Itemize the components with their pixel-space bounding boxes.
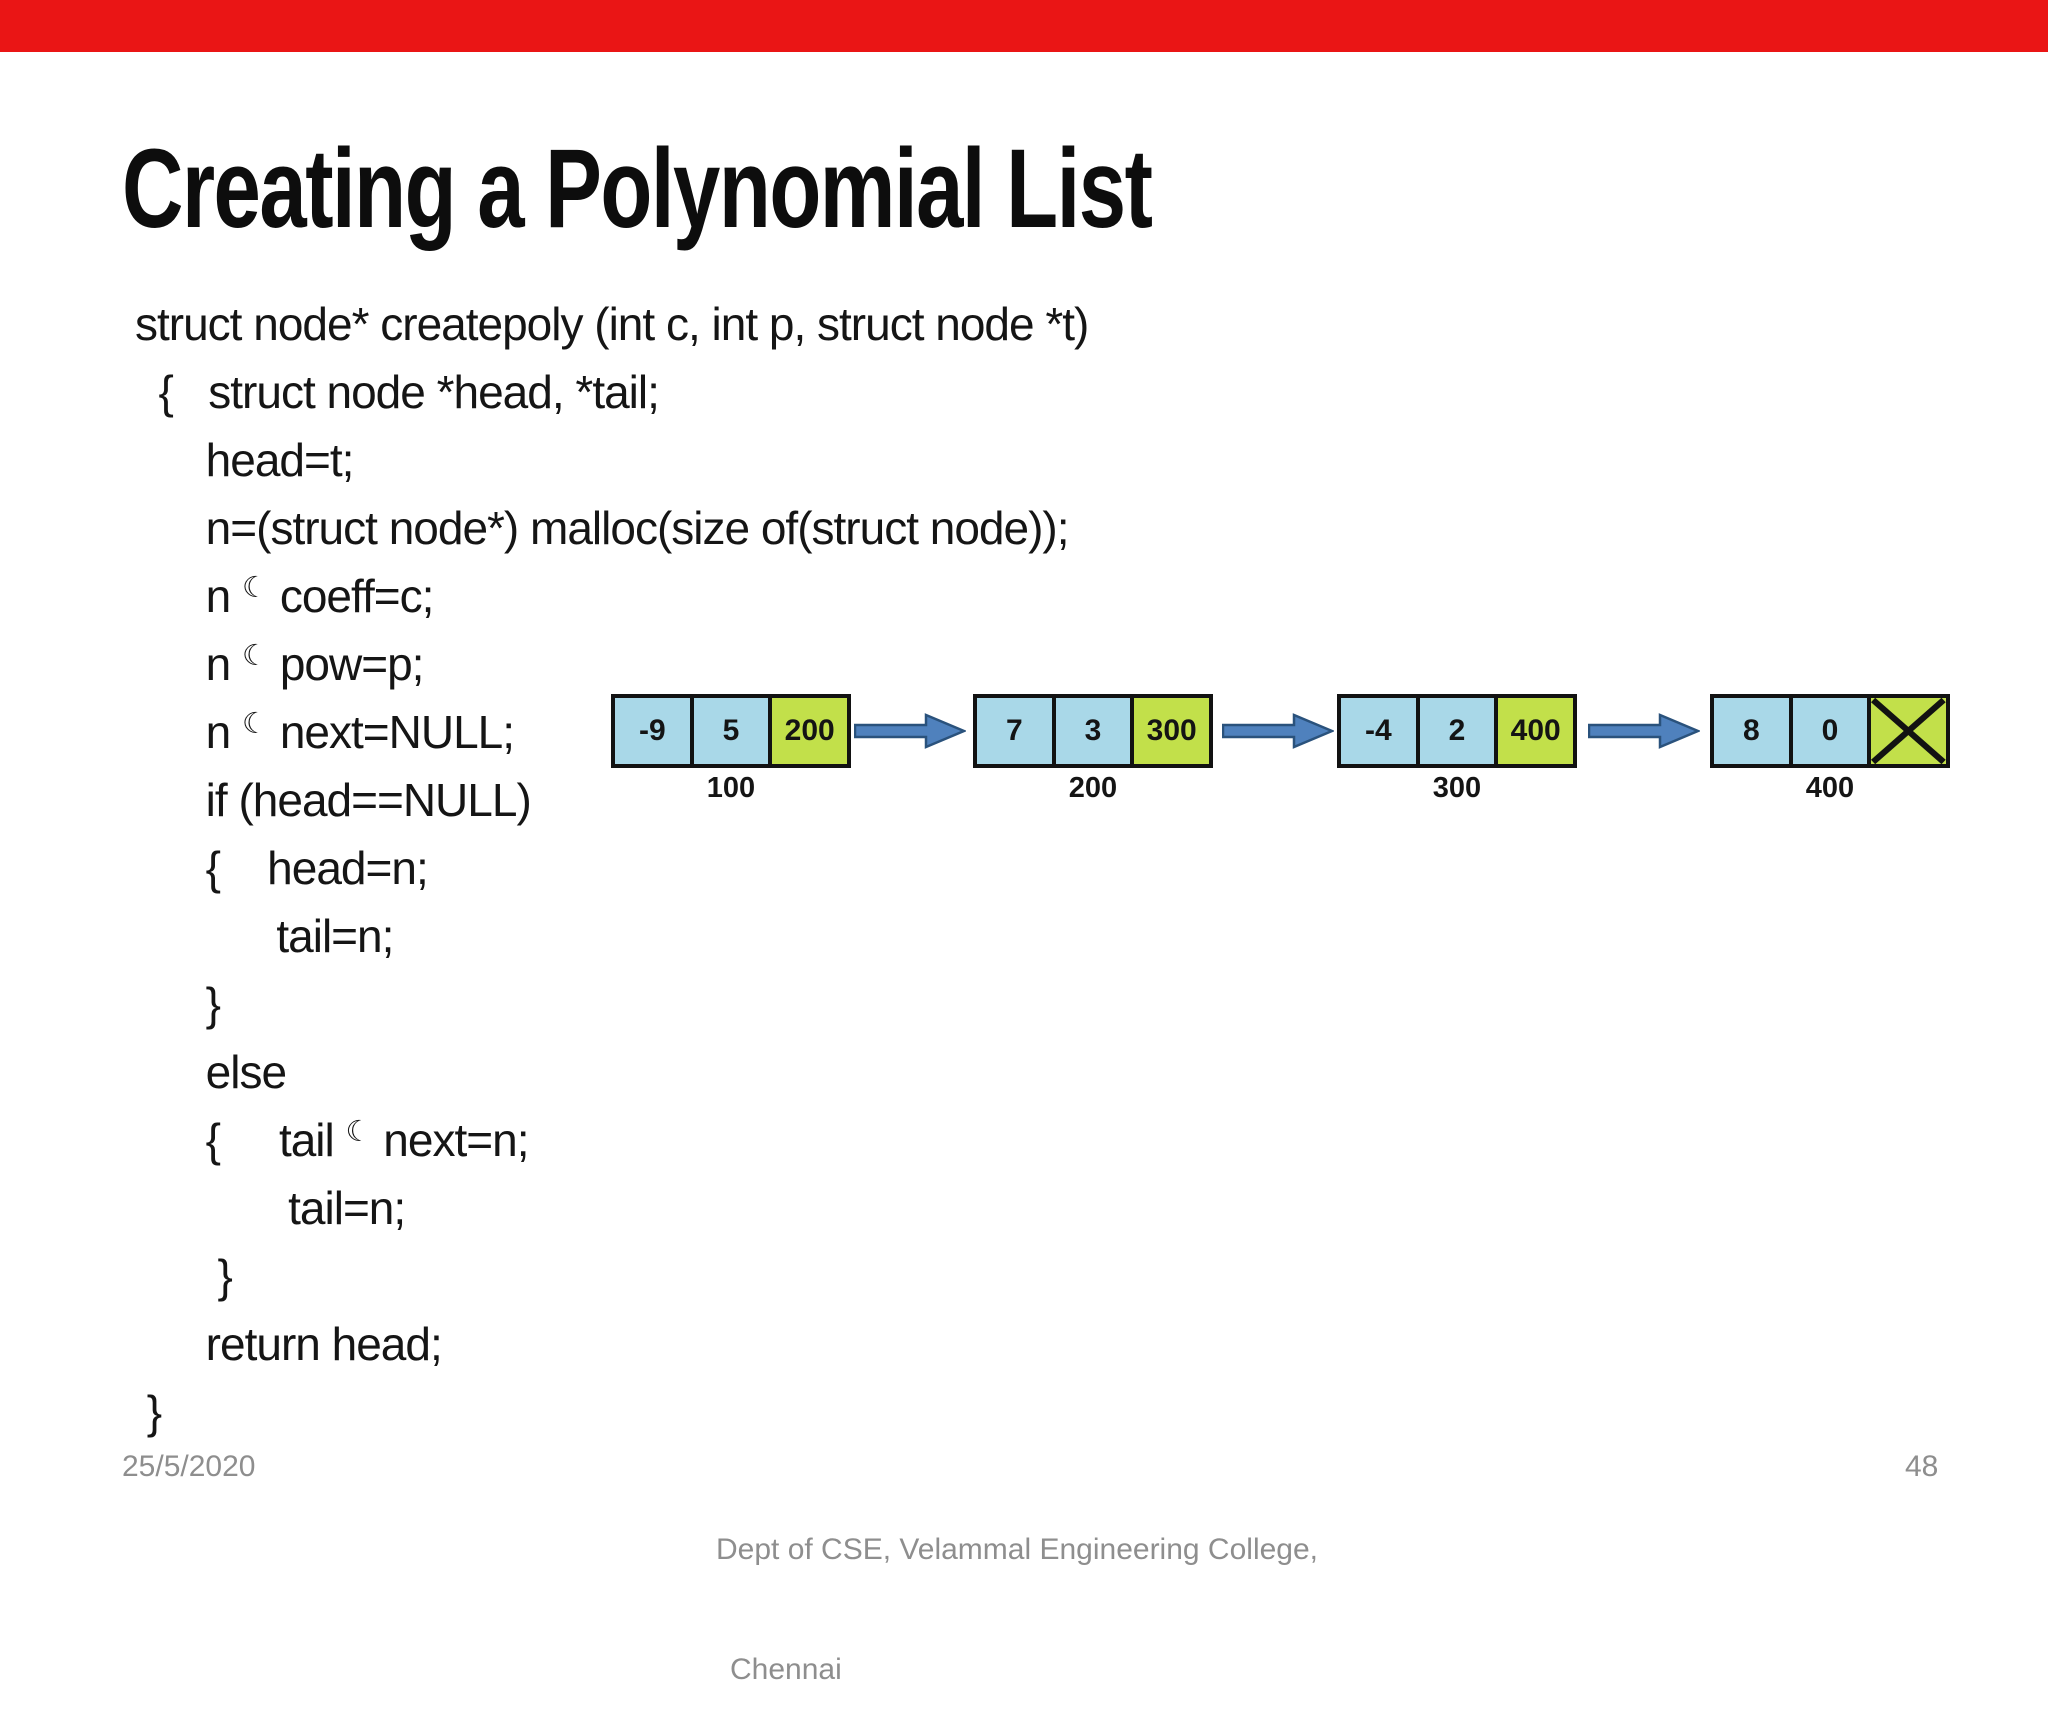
code-line: struct node* createpoly (int c, int p, s… xyxy=(135,298,1089,350)
code-line: head=t; xyxy=(135,434,355,486)
page-number: 48 xyxy=(1905,1450,1939,1483)
pointer-arrow-glyph: ☾ xyxy=(242,572,269,604)
link-arrow-icon xyxy=(854,713,966,749)
node2-address-label: 200 xyxy=(1068,772,1118,804)
node4-null-next-cell xyxy=(1867,698,1947,764)
node2-next-cell: 300 xyxy=(1130,698,1210,764)
node2-coeff-cell: 7 xyxy=(977,698,1052,764)
code-line: tail=n; xyxy=(135,910,394,962)
list-node-4: 8 0 xyxy=(1710,694,1950,768)
pointer-arrow-glyph: ☾ xyxy=(242,640,269,672)
null-cross-icon xyxy=(1871,698,1947,764)
node1-coeff-cell: -9 xyxy=(615,698,690,764)
node1-pow-cell: 5 xyxy=(689,698,769,764)
link-arrow-icon xyxy=(1222,713,1334,749)
code-line: else xyxy=(135,1046,287,1098)
node2-pow-cell: 3 xyxy=(1051,698,1131,764)
pointer-arrow-glyph: ☾ xyxy=(242,708,269,740)
node3-address-label: 300 xyxy=(1432,772,1482,804)
pointer-arrow-glyph: ☾ xyxy=(345,1116,372,1148)
page-title: Creating a Polynomial List xyxy=(122,126,1153,251)
code-line: { tail ☾ next=n; xyxy=(135,1106,1088,1174)
node4-pow-cell: 0 xyxy=(1788,698,1868,764)
code-block: struct node* createpoly (int c, int p, s… xyxy=(135,290,1089,1446)
code-line: { head=n; xyxy=(135,842,429,894)
footer-department-line1: Dept of CSE, Velammal Engineering Colleg… xyxy=(716,1533,1318,1566)
video-progress-bar[interactable] xyxy=(0,0,2048,52)
code-line: } xyxy=(135,1250,232,1302)
list-node-2: 7 3 300 xyxy=(973,694,1213,768)
node1-next-cell: 200 xyxy=(768,698,848,764)
list-node-3: -4 2 400 xyxy=(1337,694,1577,768)
list-node-1: -9 5 200 xyxy=(611,694,851,768)
node4-address-label: 400 xyxy=(1805,772,1855,804)
node1-address-label: 100 xyxy=(706,772,756,804)
node4-coeff-cell: 8 xyxy=(1714,698,1789,764)
code-line: tail=n; xyxy=(135,1182,406,1234)
code-line: n ☾ coeff=c; xyxy=(135,562,1088,630)
footer-date: 25/5/2020 xyxy=(122,1450,256,1483)
code-line: return head; xyxy=(135,1318,443,1370)
code-line: n=(struct node*) malloc(size of(struct n… xyxy=(135,502,1070,554)
code-line: } xyxy=(135,1386,162,1438)
code-line: n ☾ pow=p; xyxy=(135,630,1088,698)
footer-department-line2: Chennai xyxy=(730,1653,842,1686)
code-line: if (head==NULL) xyxy=(135,774,532,826)
node3-coeff-cell: -4 xyxy=(1341,698,1416,764)
code-line: n ☾ next=NULL; xyxy=(135,698,1088,766)
code-line: } xyxy=(135,978,221,1030)
link-arrow-icon xyxy=(1588,713,1700,749)
footer-department: Dept of CSE, Velammal Engineering Colleg… xyxy=(716,1450,1318,1730)
code-line: { struct node *head, *tail; xyxy=(135,366,660,418)
node3-next-cell: 400 xyxy=(1494,698,1574,764)
node3-pow-cell: 2 xyxy=(1415,698,1495,764)
